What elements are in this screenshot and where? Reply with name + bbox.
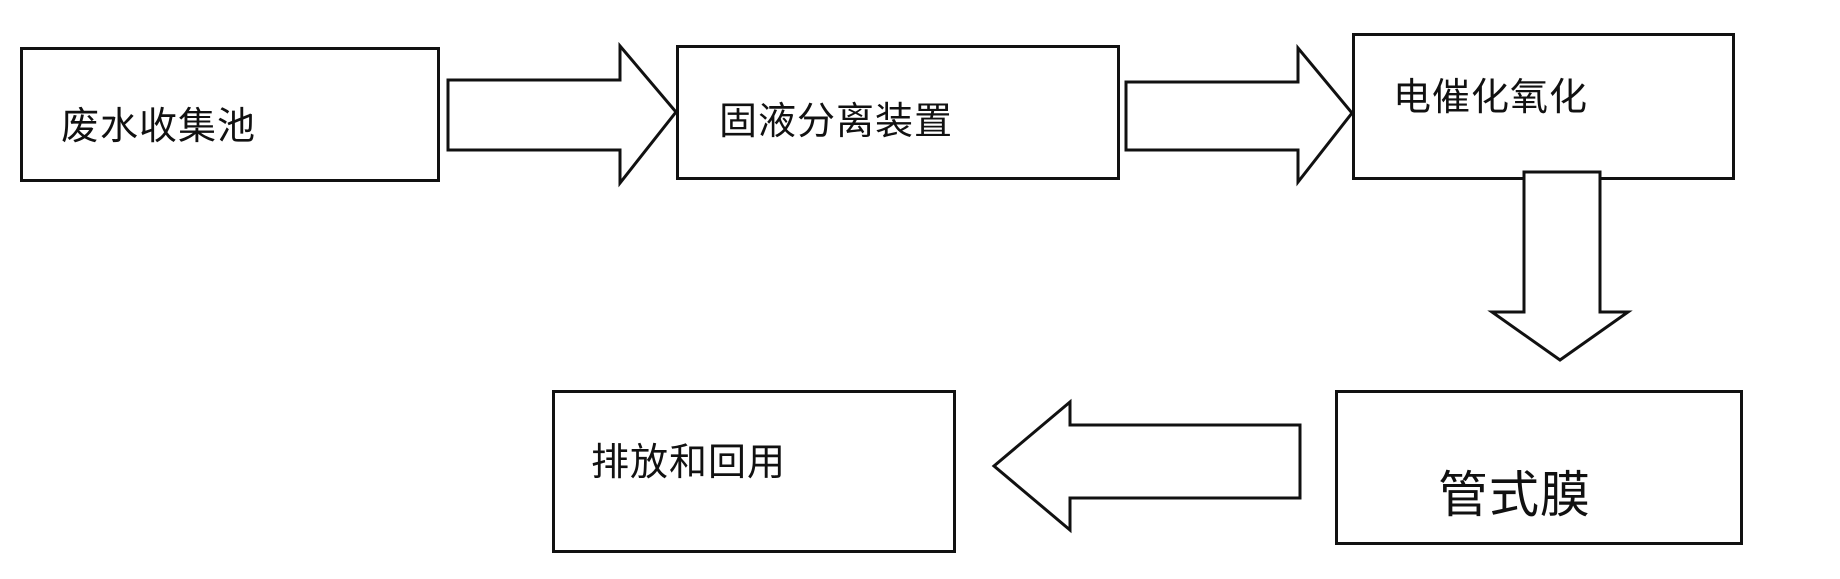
node-solid-liquid-separation: 固液分离装置	[676, 45, 1120, 180]
arrow-collection-to-separation	[446, 41, 678, 188]
node-discharge-reuse: 排放和回用	[552, 390, 956, 553]
node-electrocatalytic-oxidation: 电催化氧化	[1352, 33, 1735, 180]
node-label: 固液分离装置	[719, 99, 954, 143]
node-label: 排放和回用	[591, 440, 787, 484]
node-wastewater-collection: 废水收集池	[20, 47, 440, 182]
node-label: 管式膜	[1438, 466, 1591, 524]
node-label: 废水收集池	[61, 104, 257, 148]
arrow-separation-to-oxidation	[1124, 43, 1354, 187]
arrow-membrane-to-discharge	[991, 398, 1302, 534]
arrow-oxidation-to-membrane	[1487, 170, 1633, 362]
node-tubular-membrane: 管式膜	[1335, 390, 1743, 545]
node-label: 电催化氧化	[1393, 75, 1589, 119]
